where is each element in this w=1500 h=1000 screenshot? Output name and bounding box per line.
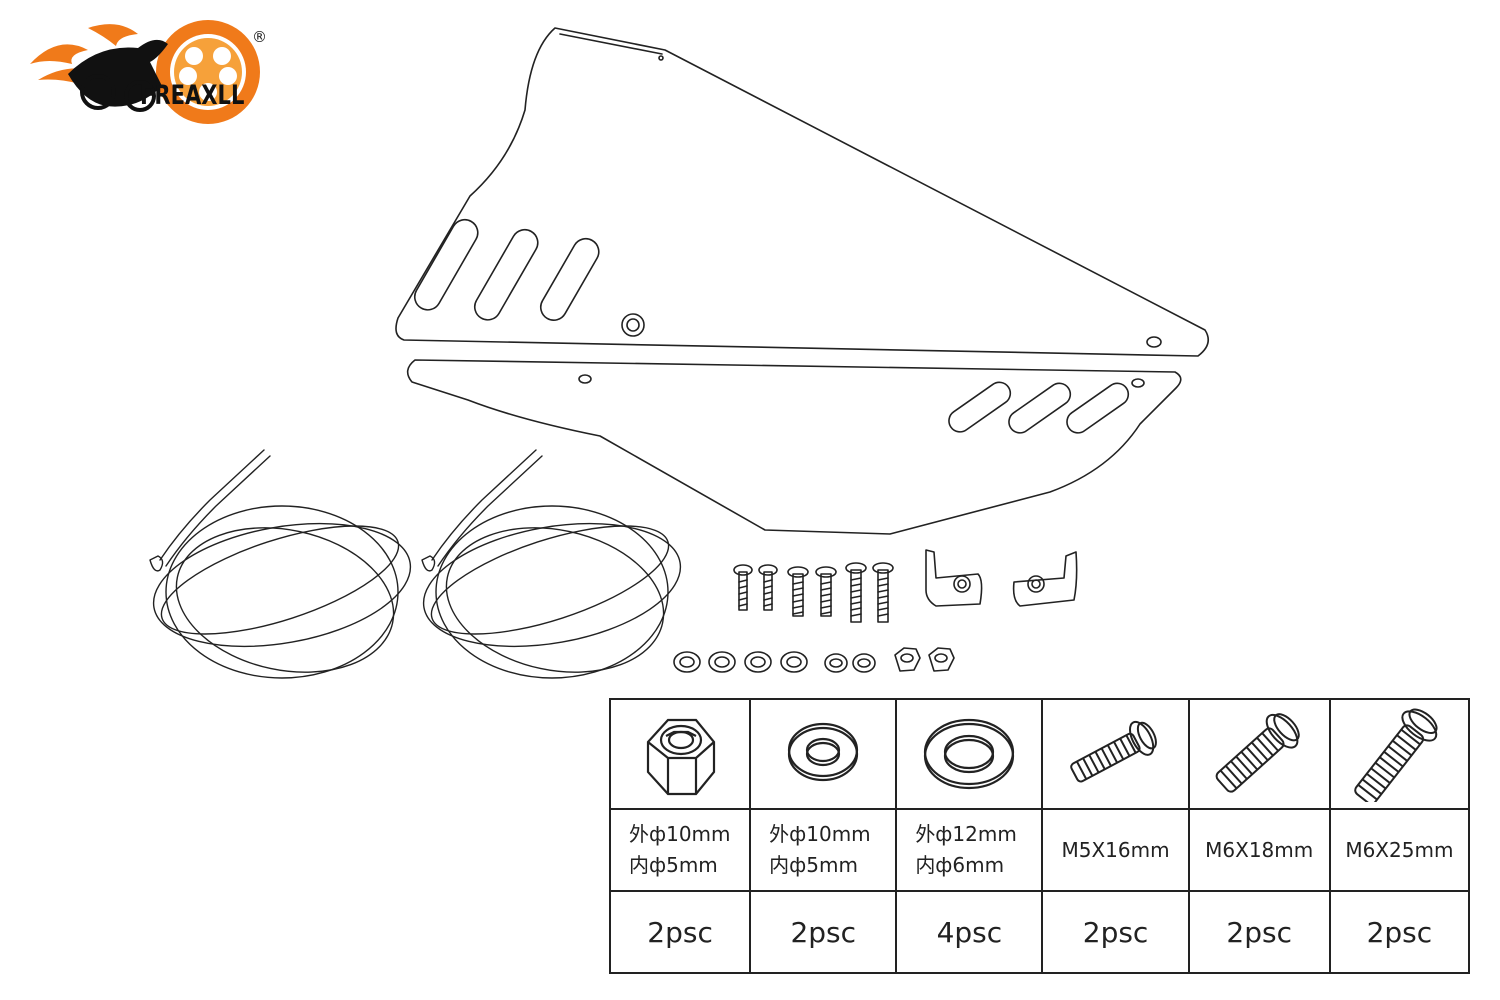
parts-table: 外ф10mm 内ф5mm 外ф10mm 内ф5mm 外ф12mm 内ф6mm M… xyxy=(608,698,1471,974)
table-row: 外ф10mm 内ф5mm 外ф10mm 内ф5mm 外ф12mm 内ф6mm M… xyxy=(608,808,1471,892)
logo-rider-icon xyxy=(68,39,168,107)
spec-cell: M5X16mm xyxy=(1041,808,1190,892)
registered-mark: ® xyxy=(252,28,267,46)
side-panel-upper-icon xyxy=(395,27,1210,357)
table-cell xyxy=(1328,698,1471,810)
quantity-cell: 2psc xyxy=(1187,890,1331,974)
table-cell xyxy=(895,698,1044,810)
bolt-icon xyxy=(733,562,894,623)
logo-flame-icon xyxy=(30,44,88,64)
table-cell xyxy=(1187,698,1331,810)
quantity-cell: 2psc xyxy=(608,890,752,974)
spec-inner-diameter: 内ф6mm xyxy=(915,853,1005,877)
spec-outer-diameter: 外ф12mm xyxy=(915,822,1017,846)
bracket-icon xyxy=(925,549,1078,607)
table-cell xyxy=(608,698,752,810)
brand-name: FREAXLL xyxy=(140,80,245,111)
washer-icon xyxy=(673,651,876,673)
bolt-m6x18-icon xyxy=(1215,713,1300,793)
spec-cell: 外ф10mm 内ф5mm xyxy=(749,808,898,892)
freaxll-logo xyxy=(30,20,260,124)
bolt-m6x25-icon xyxy=(1354,708,1438,805)
quantity-cell: 4psc xyxy=(895,890,1044,974)
quantity-cell: 2psc xyxy=(1041,890,1190,974)
small-washer-icon xyxy=(788,722,859,782)
parts-diagram xyxy=(149,27,1210,679)
rubber-edge-trim-icon xyxy=(149,449,412,679)
spec-cell: M6X18mm xyxy=(1187,808,1331,892)
spec-inner-diameter: 内ф5mm xyxy=(769,853,858,877)
nut-icon xyxy=(894,647,955,672)
quantity-cell: 2psc xyxy=(749,890,898,974)
side-panel-lower-icon xyxy=(406,359,1182,535)
spec-cell: M6X25mm xyxy=(1328,808,1471,892)
quantity-cell: 2psc xyxy=(1328,890,1471,974)
rubber-edge-trim-icon xyxy=(421,449,682,679)
table-cell xyxy=(1041,698,1190,810)
spec-cell: 外ф10mm 内ф5mm xyxy=(608,808,752,892)
spec-cell: 外ф12mm 内ф6mm xyxy=(895,808,1044,892)
spec-outer-diameter: 外ф10mm xyxy=(769,822,871,846)
large-washer-icon xyxy=(924,718,1015,790)
table-row: 2psc 2psc 4psc 2psc 2psc 2psc xyxy=(608,890,1471,974)
hex-nut-icon xyxy=(646,718,716,796)
spec-inner-diameter: 内ф5mm xyxy=(629,853,718,877)
table-row xyxy=(608,698,1471,810)
bolt-m5x16-icon xyxy=(1069,720,1157,783)
table-cell xyxy=(749,698,898,810)
spec-outer-diameter: 外ф10mm xyxy=(629,822,731,846)
